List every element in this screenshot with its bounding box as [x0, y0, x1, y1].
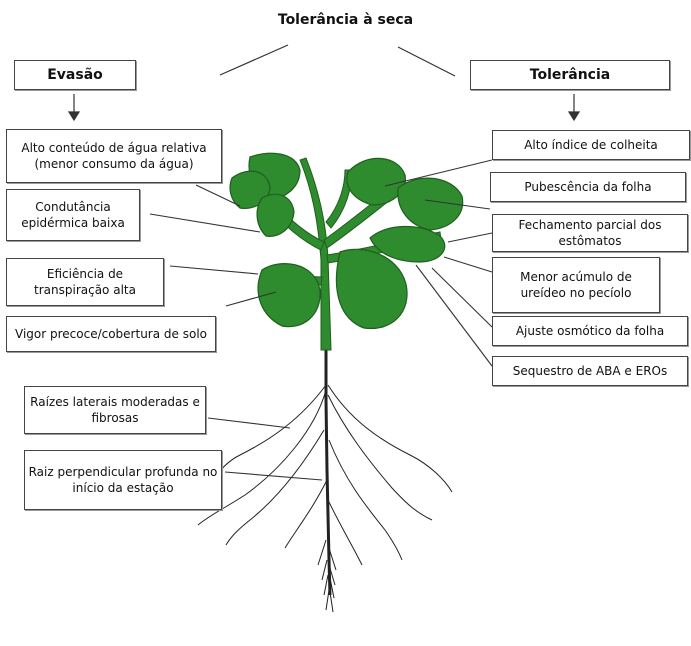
leaf — [346, 157, 406, 206]
evasao-item: Condutância epidérmica baixa — [6, 189, 140, 241]
header-arrows — [67, 94, 581, 122]
leaf — [257, 263, 321, 328]
tolerancia-header-label: Tolerância — [529, 67, 611, 83]
connector-lines — [149, 159, 493, 481]
tolerancia-item: Ajuste osmótico da folha — [492, 316, 688, 346]
leaf — [256, 193, 295, 237]
arrow-down-icon — [567, 111, 581, 122]
leaf — [369, 225, 446, 263]
evasao-item: Vigor precoce/cobertura de solo — [6, 316, 216, 352]
evasao-item: Alto conteúdo de água relativa (menor co… — [6, 129, 222, 183]
evasao-item: Raízes laterais moderadas e fibrosas — [24, 386, 206, 434]
diagram-title: Tolerância à seca — [277, 12, 414, 28]
title-connectors — [219, 44, 456, 77]
evasao-item: Raiz perpendicular profunda no início da… — [24, 450, 222, 510]
evasao-item: Eficiência de transpiração alta — [6, 258, 164, 306]
roots — [197, 350, 453, 613]
tolerancia-item: Alto índice de colheita — [492, 130, 690, 160]
leaf — [397, 177, 464, 231]
evasao-header-label: Evasão — [47, 67, 103, 83]
leaf — [335, 248, 408, 330]
leaves — [229, 152, 464, 330]
tolerancia-item: Sequestro de ABA e EROs — [492, 356, 688, 386]
tolerancia-header: Tolerância — [470, 60, 670, 90]
tolerancia-item: Menor acúmulo de ureídeo no pecíolo — [492, 257, 660, 313]
taproot — [324, 350, 332, 596]
evasao-header: Evasão — [14, 60, 136, 90]
tolerancia-item: Fechamento parcial dos estômatos — [492, 214, 688, 252]
tolerancia-item: Pubescência da folha — [490, 172, 686, 202]
arrow-down-icon — [67, 111, 81, 122]
